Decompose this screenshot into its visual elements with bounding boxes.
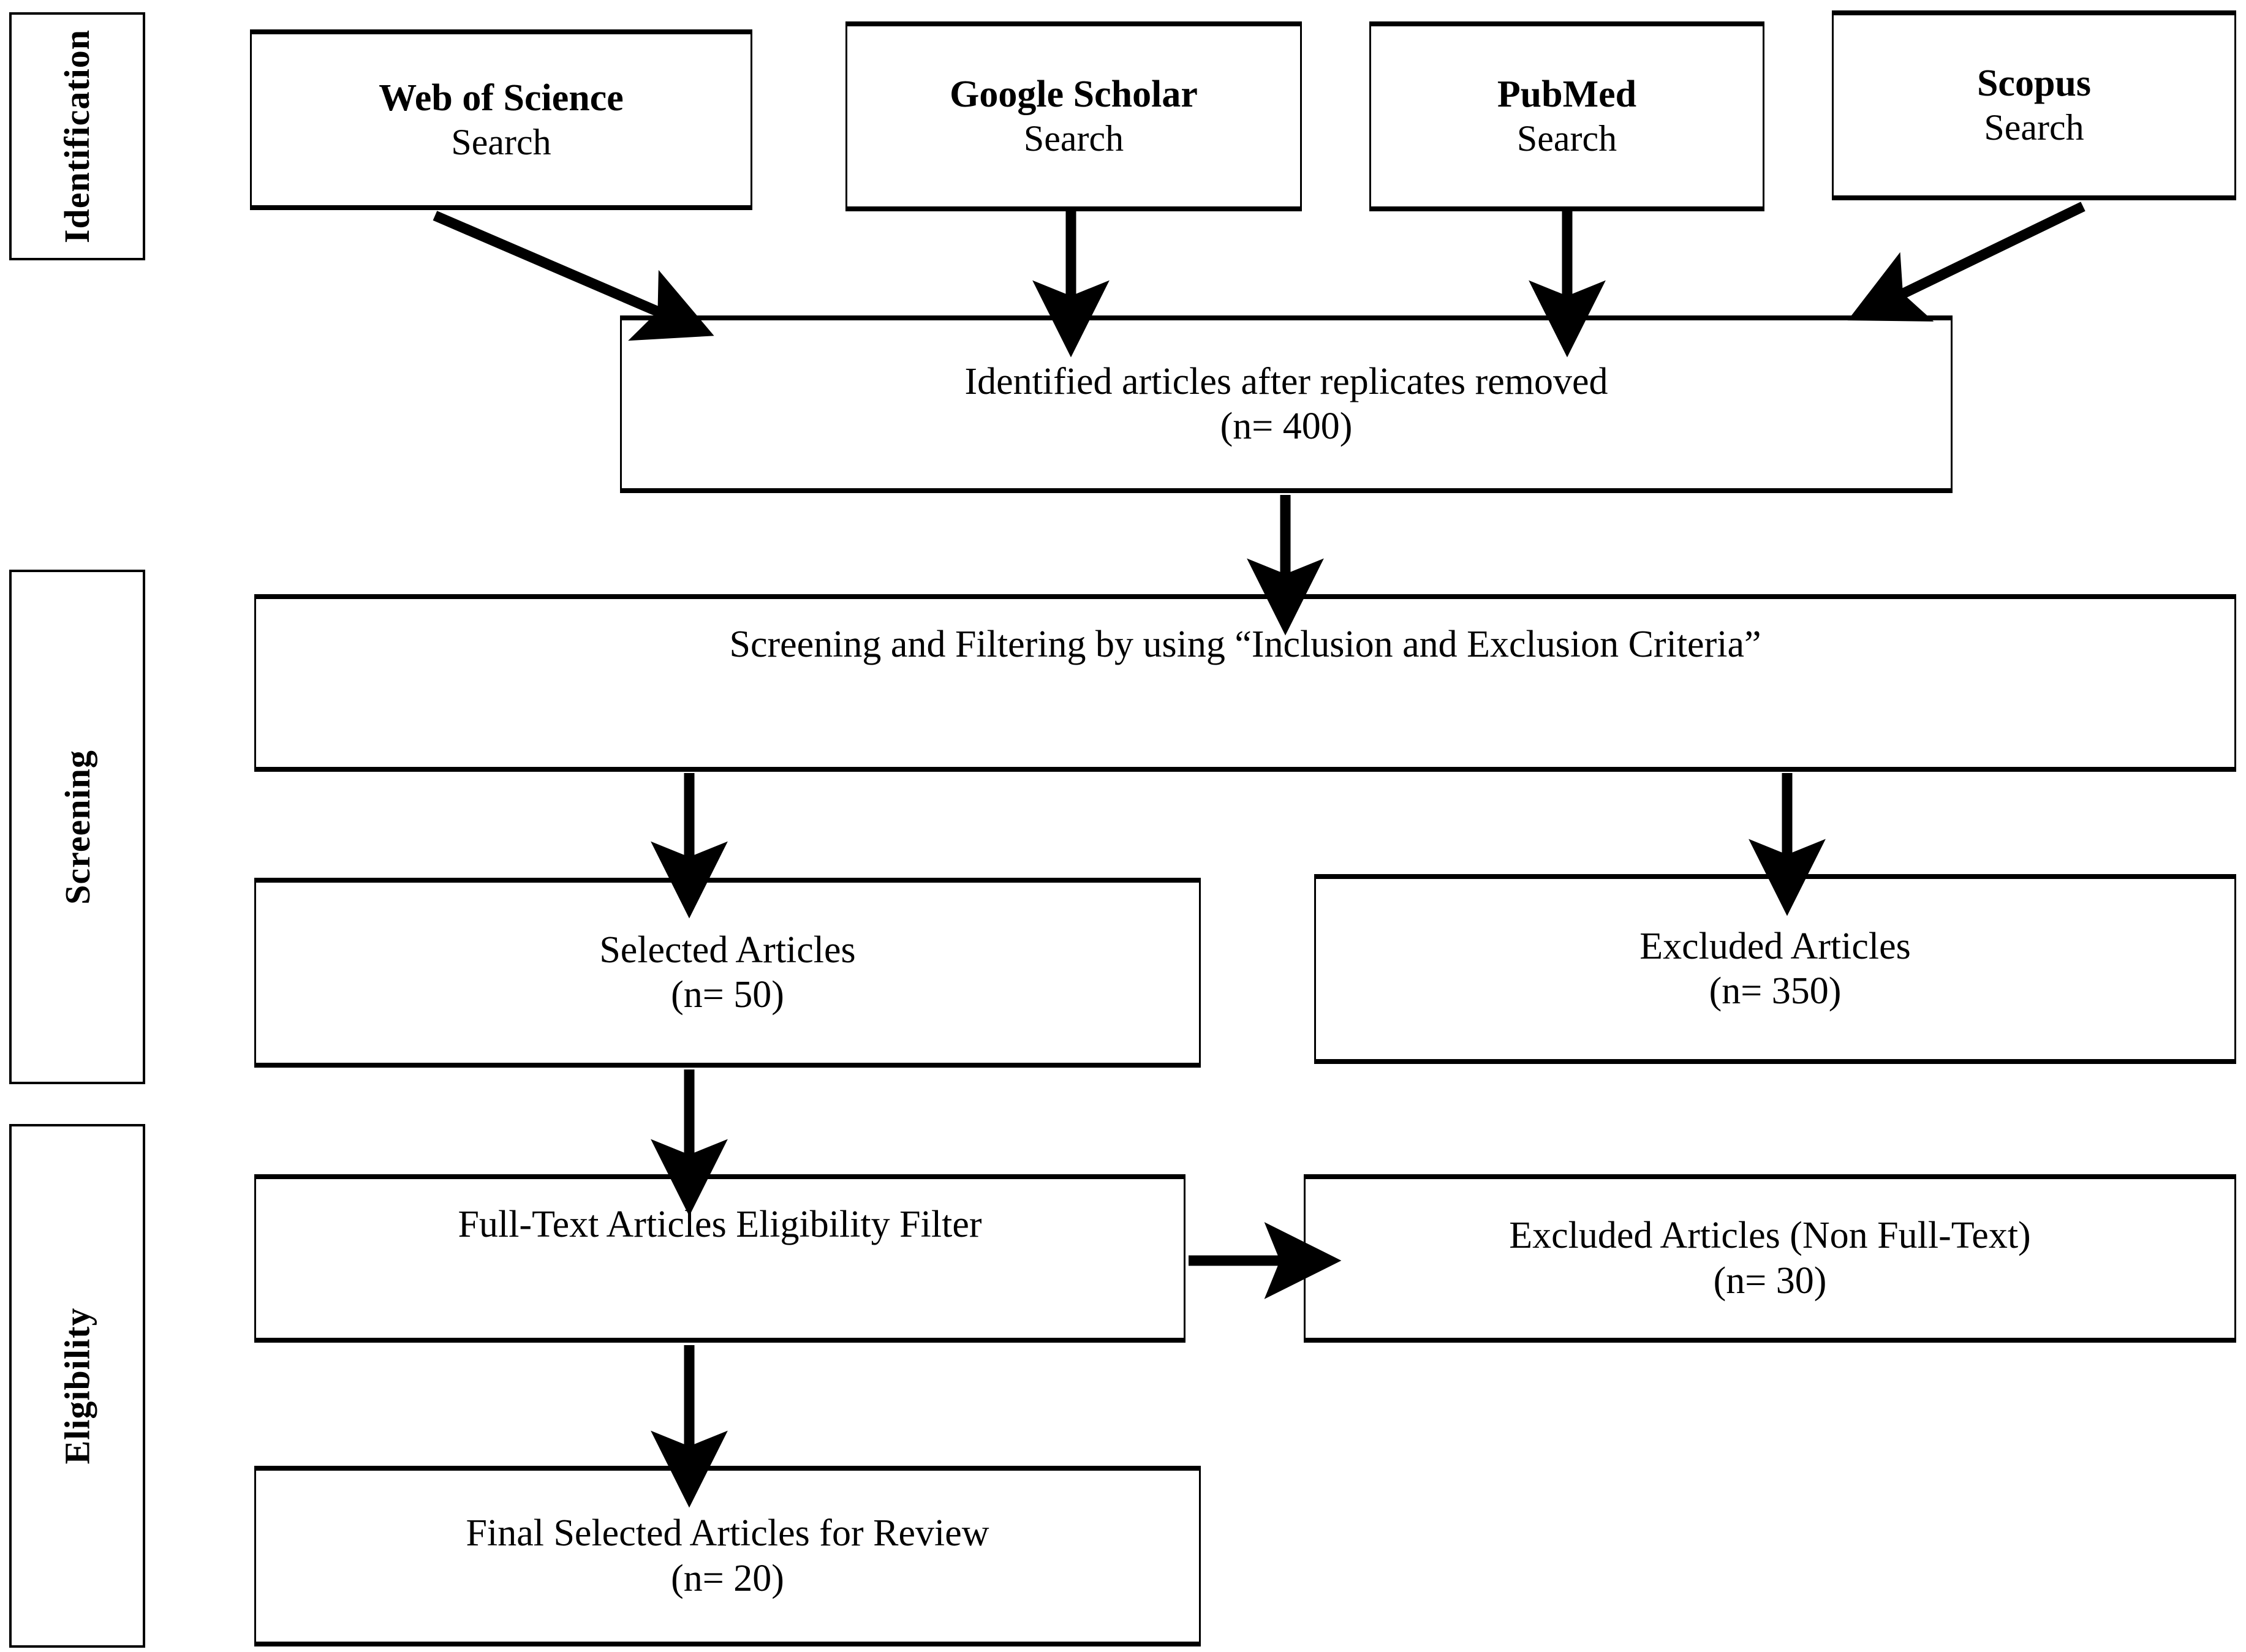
node-identified-articles-line1: Identified articles after replicates rem… [964,360,1608,402]
source-action-pubmed: Search [1516,118,1617,159]
node-selected-articles-line1: Selected Articles [599,929,856,971]
stage-label-eligibility-text: Eligibility [57,1307,97,1465]
node-final-selected-line1: Final Selected Articles for Review [466,1512,989,1555]
node-final-selected: Final Selected Articles for Review (n= 2… [254,1466,1201,1646]
source-action-google-scholar: Search [1023,118,1124,159]
node-identified-articles: Identified articles after replicates rem… [620,315,1953,493]
source-name-web-of-science: Web of Science [379,77,624,119]
source-name-pubmed: PubMed [1497,74,1637,116]
source-box-pubmed: PubMed Search [1369,21,1764,211]
source-name-scopus: Scopus [1976,62,2092,105]
stage-label-identification: Identification [9,12,145,260]
stage-label-screening-text: Screening [57,749,97,905]
node-excluded-articles-count: (n= 350) [1709,970,1842,1012]
node-selected-articles-count: (n= 50) [671,974,784,1016]
node-final-selected-count: (n= 20) [671,1557,784,1599]
arrow-scopus-to-identified [1847,202,2085,322]
source-box-google-scholar: Google Scholar Search [845,21,1302,211]
node-fulltext-filter: Full-Text Articles Eligibility Filter [254,1174,1185,1343]
source-action-web-of-science: Search [451,121,551,162]
node-screening-filter: Screening and Filtering by using “Inclus… [254,594,2236,772]
node-excluded-nonfulltext: Excluded Articles (Non Full-Text) (n= 30… [1304,1174,2236,1343]
source-box-scopus: Scopus Search [1832,10,2236,200]
source-action-scopus: Search [1984,107,2084,148]
node-identified-articles-count: (n= 400) [1220,405,1353,447]
node-fulltext-filter-line1: Full-Text Articles Eligibility Filter [458,1204,982,1245]
stage-label-eligibility: Eligibility [9,1124,145,1648]
node-excluded-articles: Excluded Articles (n= 350) [1314,874,2236,1064]
arrow-web-of-science-to-identified [433,211,714,341]
source-name-google-scholar: Google Scholar [950,74,1198,116]
node-excluded-nonfulltext-count: (n= 30) [1713,1259,1827,1302]
source-box-web-of-science: Web of Science Search [250,29,752,210]
node-excluded-nonfulltext-line1: Excluded Articles (Non Full-Text) [1509,1215,2031,1257]
node-excluded-articles-line1: Excluded Articles [1639,925,1911,967]
node-screening-filter-line1: Screening and Filtering by using “Inclus… [729,624,1761,665]
stage-label-screening: Screening [9,570,145,1084]
stage-label-identification-text: Identification [57,29,97,244]
node-selected-articles: Selected Articles (n= 50) [254,878,1201,1068]
